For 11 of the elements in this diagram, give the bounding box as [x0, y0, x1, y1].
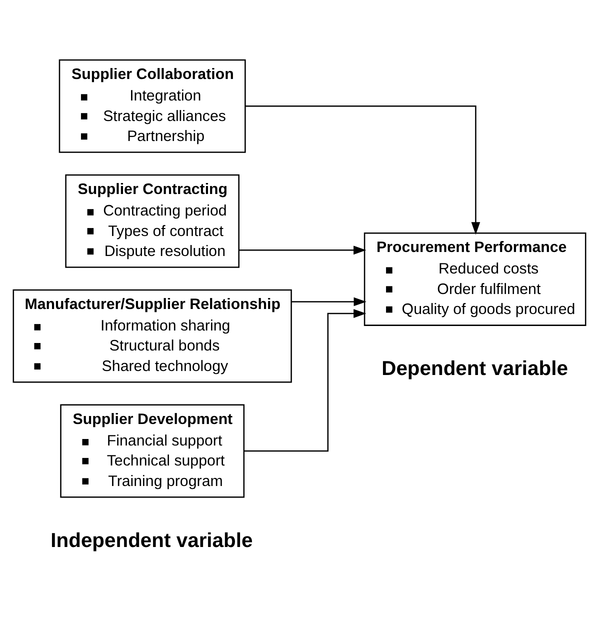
arrow	[245, 105, 480, 234]
node-box: Supplier Collaboration Integration Strategic alliances Partnership	[58, 58, 246, 152]
label: Dependent variable	[382, 357, 568, 380]
node-box: Supplier Contracting Contracting period Types of contract Dispute resolution	[65, 174, 240, 268]
label: Independent variable	[50, 529, 253, 552]
arrow	[239, 245, 366, 254]
node-box: Procurement Performance Reduced costs Order fulfilment Quality of goods procured	[364, 232, 586, 326]
node-box: Manufacturer/Supplier Relationship Information sharing Structural bonds Shared technology	[12, 288, 292, 382]
arrow	[292, 296, 366, 306]
arrow	[244, 308, 366, 452]
node-box: Supplier Development Financial support Technical support Training program	[60, 404, 245, 498]
